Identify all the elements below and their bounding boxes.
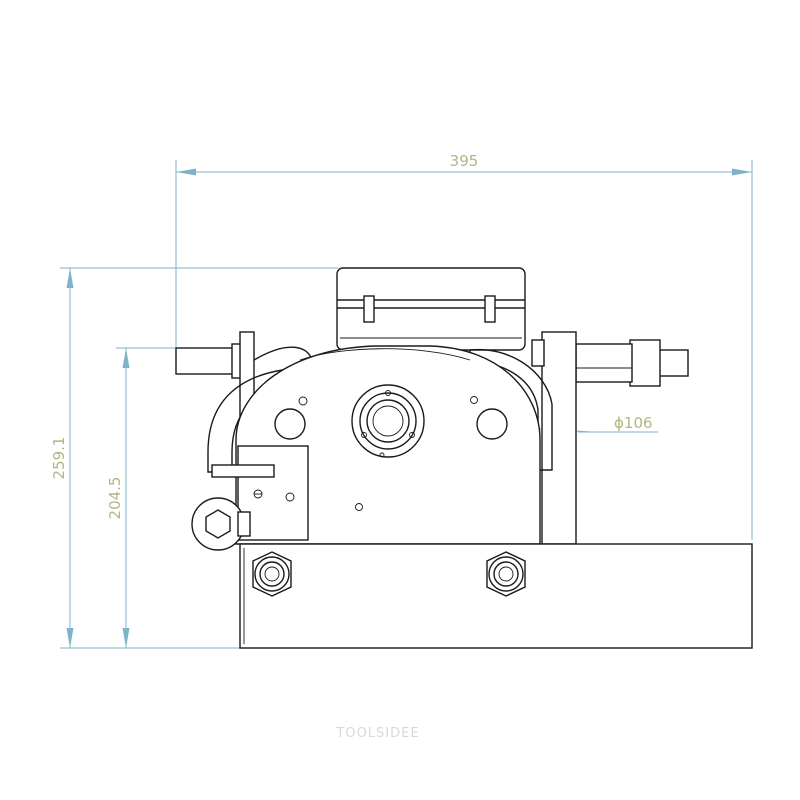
shaft-hole-right	[470, 396, 508, 440]
watermark: TOOLSIDEE	[335, 726, 419, 741]
dimension-axis-label: 204.5	[106, 477, 124, 520]
motor-housing	[336, 267, 526, 351]
central-hub	[351, 384, 425, 511]
dimension-axis-height: 204.5	[106, 347, 176, 648]
dimension-width: 395	[175, 152, 753, 540]
left-shaft	[175, 331, 255, 453]
dimension-height-label: 259.1	[50, 437, 68, 480]
bolt-right	[486, 551, 526, 597]
bolt-left	[252, 551, 292, 597]
dimension-overall-height: 259.1	[50, 267, 338, 649]
shaft-hole-left	[274, 396, 308, 440]
hex-knob	[191, 497, 251, 551]
right-shaft	[531, 331, 689, 545]
dimension-diameter-label: ϕ106	[614, 414, 653, 432]
dimension-width-label: 395	[450, 152, 479, 170]
